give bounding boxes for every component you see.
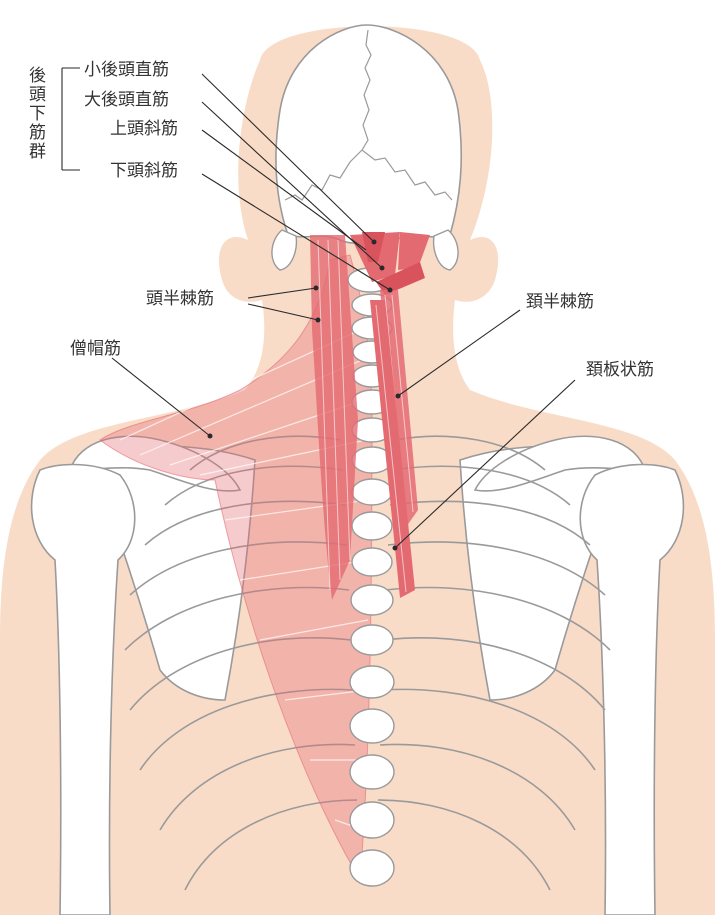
obliquus-capitis-inferior-label: 下頭斜筋 <box>110 161 178 181</box>
acromion-left <box>68 435 242 492</box>
humerus-left <box>30 463 136 915</box>
ribs-right <box>377 435 611 891</box>
mastoid-left <box>271 229 298 271</box>
splenius-cervicis-label: 頚板状筋 <box>586 360 654 380</box>
body-silhouette <box>0 26 715 915</box>
rectus-capitis-posterior-major-label: 大後頭直筋 <box>84 90 169 110</box>
obliquus-capitis-superior-label: 上頭斜筋 <box>110 119 178 139</box>
leader-lines <box>61 67 576 549</box>
mastoid-right <box>432 229 459 271</box>
semispinalis-capitis-label: 頭半棘筋 <box>146 289 214 309</box>
splenius-cervicis-fibers <box>375 304 407 593</box>
leader-dots <box>207 239 401 551</box>
splenius-cervicis-muscle <box>370 300 415 598</box>
obliquus-capitis-superior-muscle <box>398 232 430 270</box>
semispinalis-capitis-fibers <box>317 239 351 591</box>
rectus-capitis-posterior-minor-label: 小後頭直筋 <box>84 60 169 80</box>
obliquus-capitis-inferior-muscle <box>376 262 425 295</box>
semispinalis-cervicis-label: 頚半棘筋 <box>526 292 594 312</box>
trapezius-label: 僧帽筋 <box>70 339 121 359</box>
skull <box>275 24 463 245</box>
lambdoid-suture <box>284 149 453 201</box>
trapezius-muscle <box>99 254 373 882</box>
sagittal-suture <box>361 29 372 151</box>
suboccipital-group-label: 後頭下筋群 <box>25 66 45 161</box>
ribs-left <box>124 435 358 891</box>
humerus-right <box>579 463 685 915</box>
